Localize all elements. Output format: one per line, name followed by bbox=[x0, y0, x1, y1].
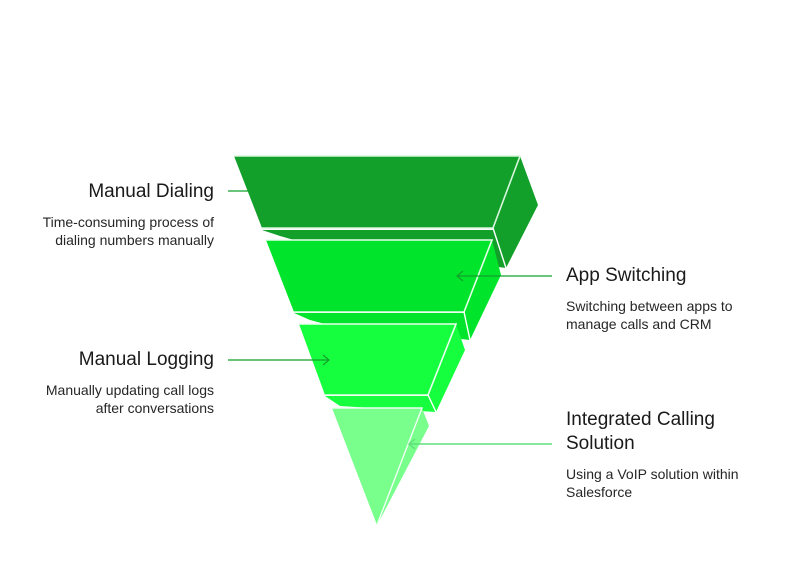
stage-description: Switching between apps to manage calls a… bbox=[566, 298, 733, 332]
funnel-layer-app-switching bbox=[266, 239, 501, 341]
connector-app-switching bbox=[456, 270, 552, 282]
stage-label-app-switching: App Switching Switching between apps to … bbox=[566, 264, 776, 333]
stage-description: Manually updating call logs after conver… bbox=[45, 382, 214, 416]
stage-title: Manual Logging bbox=[78, 349, 214, 370]
stage-title: Integrated Calling Solution bbox=[566, 409, 715, 454]
stage-description: Time-consuming process of dialing number… bbox=[42, 214, 214, 248]
funnel-layer-manual-logging bbox=[299, 323, 465, 413]
stage-description: Using a VoIP solution within Salesforce bbox=[566, 466, 739, 500]
funnel-layer-integrated-calling bbox=[332, 407, 429, 526]
connector-manual-logging bbox=[228, 354, 330, 366]
stage-label-integrated-calling: Integrated Calling Solution Using a VoIP… bbox=[566, 408, 776, 501]
stage-label-manual-logging: Manual Logging Manually updating call lo… bbox=[0, 348, 214, 417]
stage-title: Manual Dialing bbox=[88, 181, 214, 202]
stage-title: App Switching bbox=[566, 265, 687, 286]
connector-manual-dialing bbox=[228, 185, 263, 197]
stage-label-manual-dialing: Manual Dialing Time-consuming process of… bbox=[0, 180, 214, 249]
connector-integrated-calling bbox=[407, 438, 552, 450]
